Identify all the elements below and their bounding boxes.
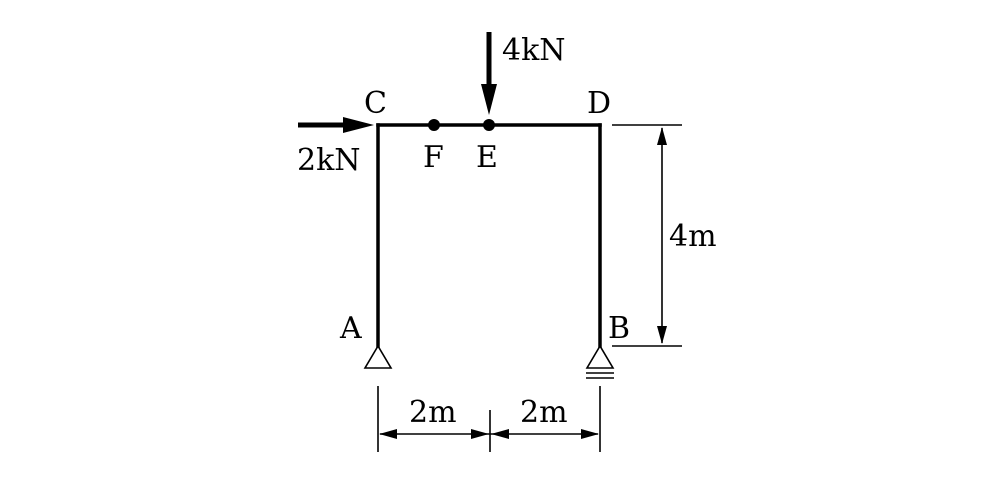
node-label-b: B [608,311,630,346]
node-label-c: C [364,86,387,121]
span-right-label: 2m [520,395,568,430]
hinge-e [483,119,495,131]
horizontal-load-arrow [298,117,374,133]
node-label-e: E [476,140,498,175]
vertical-load-arrow [481,32,497,115]
pin-support-a [363,344,393,369]
height-dimension-label: 4m [669,219,717,254]
horizontal-load-label: 2kN [297,143,361,178]
node-label-a: A [339,311,362,346]
height-dimension [612,124,682,347]
vertical-load-label: 4kN [502,33,566,68]
hinge-f [428,119,440,131]
node-label-d: D [587,86,611,121]
span-dimensions [377,386,601,452]
roller-support-b [585,344,615,379]
node-label-f: F [423,140,444,175]
span-left-label: 2m [409,395,457,430]
